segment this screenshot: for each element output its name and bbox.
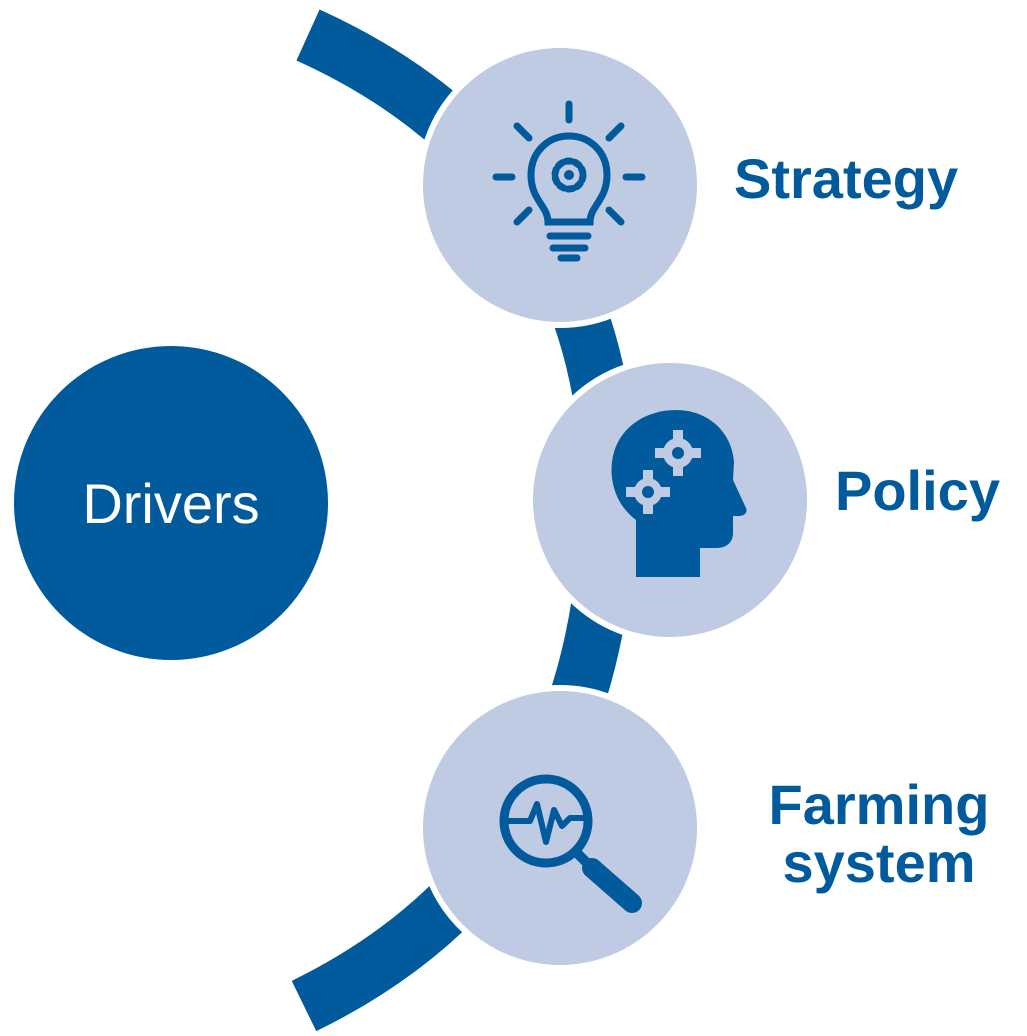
node-label-policy: Policy (835, 459, 1000, 522)
node-label-farming-line1: Farming (768, 773, 990, 836)
node-label-farming-system: Farming system (744, 776, 1014, 892)
head-gears-icon (611, 410, 747, 577)
hub-circle (14, 346, 328, 660)
magnifier-pulse-icon (499, 774, 642, 913)
node-label-strategy: Strategy (734, 147, 959, 210)
hub-label: Drivers (82, 471, 260, 535)
lightbulb-gear-icon (492, 100, 646, 262)
node-label-farming-line2: system (782, 831, 976, 894)
